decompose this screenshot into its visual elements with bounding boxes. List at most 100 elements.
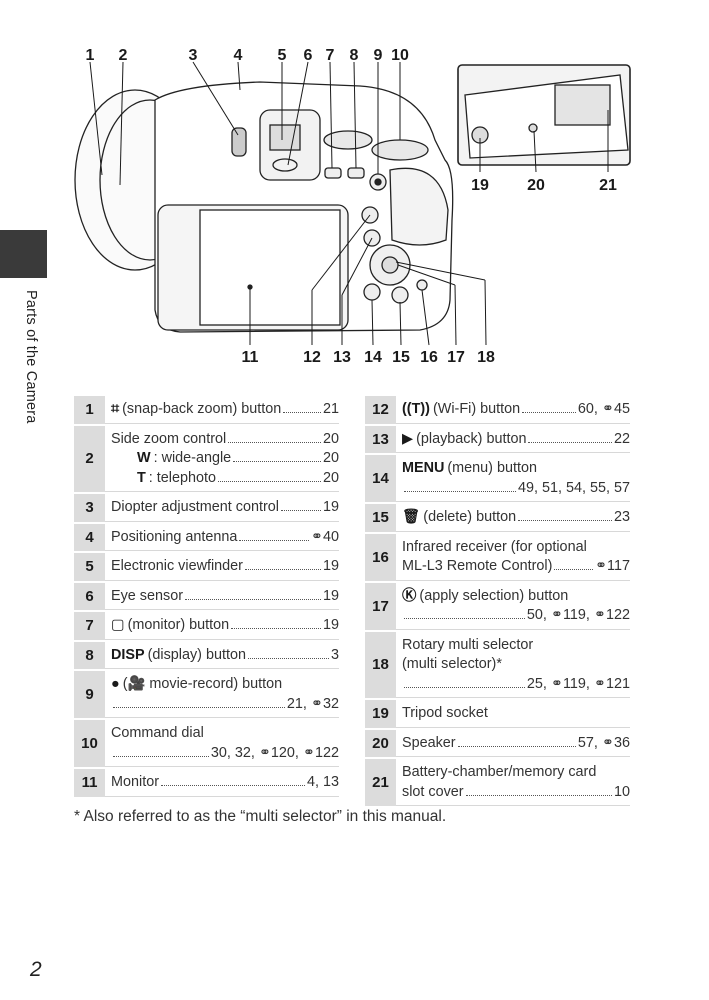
part-name: (monitor) button — [127, 617, 230, 633]
leader-dots — [283, 412, 321, 413]
part-description: Rotary multi selector (multi selector)*25… — [396, 632, 630, 698]
description-line: Monitor 4, 13 — [111, 773, 339, 793]
callout-12: 12 — [303, 349, 321, 366]
part-number: 19 — [365, 700, 396, 728]
leader-dots — [518, 520, 612, 521]
page-reference: ⚭40 — [310, 528, 339, 545]
part-name: (apply selection) button — [419, 587, 569, 604]
callout-11: 11 — [242, 349, 259, 366]
leader-dots — [457, 745, 576, 747]
part-number: 1 — [74, 396, 105, 424]
part-name: Monitor — [111, 774, 159, 790]
part-number: 21 — [365, 759, 396, 806]
description-line: 25, ⚭119, ⚭121 — [402, 675, 630, 695]
button-glyph-icon: Ⓚ — [402, 587, 417, 604]
description-line: 21, ⚭32 — [111, 695, 339, 715]
footnote: * Also referred to as the “multi selecto… — [74, 808, 447, 825]
part-number: 17 — [365, 582, 396, 630]
leader-dots — [244, 569, 321, 570]
callout-15: 15 — [392, 349, 410, 366]
part-description: Monitor 4, 13 — [105, 769, 339, 797]
description-line: Infrared receiver (for optional — [402, 538, 630, 558]
description-line: 50, ⚭119, ⚭122 — [402, 606, 630, 626]
leader-dots — [465, 794, 612, 796]
part-name: Battery-chamber/memory card — [402, 764, 597, 780]
part-description: Positioning antenna⚭40 — [105, 524, 339, 551]
part-name: (display) button — [147, 646, 246, 663]
camera-back-diagram: 1 2 3 4 5 6 7 8 9 10 11 12 13 14 15 16 1… — [60, 40, 660, 380]
button-glyph-icon: W — [137, 450, 151, 466]
button-glyph-icon: 🗑 — [402, 509, 421, 525]
part-number: 4 — [74, 523, 105, 551]
page-reference: 4, 13 — [306, 774, 339, 790]
leader-dots — [218, 480, 321, 482]
description-line: 49, 51, 54, 55, 57 — [402, 479, 630, 499]
callout-21: 21 — [599, 177, 617, 194]
part-name: Diopter adjustment control — [111, 499, 279, 515]
description-line: ● (🎥 movie-record) button — [111, 675, 339, 695]
part-name: (Wi-Fi) button — [432, 401, 521, 417]
leader-dots — [161, 785, 305, 786]
leader-dots — [554, 569, 593, 570]
table-row: 17 Ⓚ (apply selection) button 50, ⚭119, ⚭1… — [365, 582, 630, 632]
page-reference: 20 — [322, 430, 339, 447]
part-description: Tripod socket — [396, 700, 630, 728]
leader-dots — [231, 628, 321, 629]
description-line: Command dial — [111, 724, 339, 744]
part-number: 14 — [365, 455, 396, 502]
part-name: Command dial — [111, 725, 204, 741]
callout-19: 19 — [471, 177, 489, 194]
leader-dots — [185, 598, 321, 600]
callout-14: 14 — [364, 349, 382, 366]
leader-dots — [228, 441, 321, 443]
callout-2: 2 — [119, 47, 128, 64]
callout-16: 16 — [420, 349, 438, 366]
page-reference: 20 — [322, 469, 339, 486]
callout-4: 4 — [234, 47, 243, 64]
part-name: : telephoto — [148, 469, 217, 486]
description-line: ML-L3 Remote Control)⚭117 — [402, 557, 630, 577]
callout-18: 18 — [477, 349, 495, 366]
description-line: Rotary multi selector — [402, 636, 630, 656]
description-line: 30, 32, ⚭120, ⚭122 — [111, 744, 339, 764]
leader-dots — [280, 510, 321, 511]
part-name: Electronic viewfinder — [111, 558, 243, 574]
section-tab-marker — [0, 230, 47, 278]
part-number: 3 — [74, 494, 105, 522]
button-glyph-icon: DISP — [111, 646, 145, 663]
page-reference: 20 — [322, 450, 339, 466]
description-line: (multi selector)* — [402, 655, 630, 675]
part-name: Rotary multi selector — [402, 636, 534, 653]
part-number: 2 — [74, 425, 105, 492]
part-name: Infrared receiver (for optional — [402, 538, 587, 555]
leader-dots — [113, 755, 209, 757]
